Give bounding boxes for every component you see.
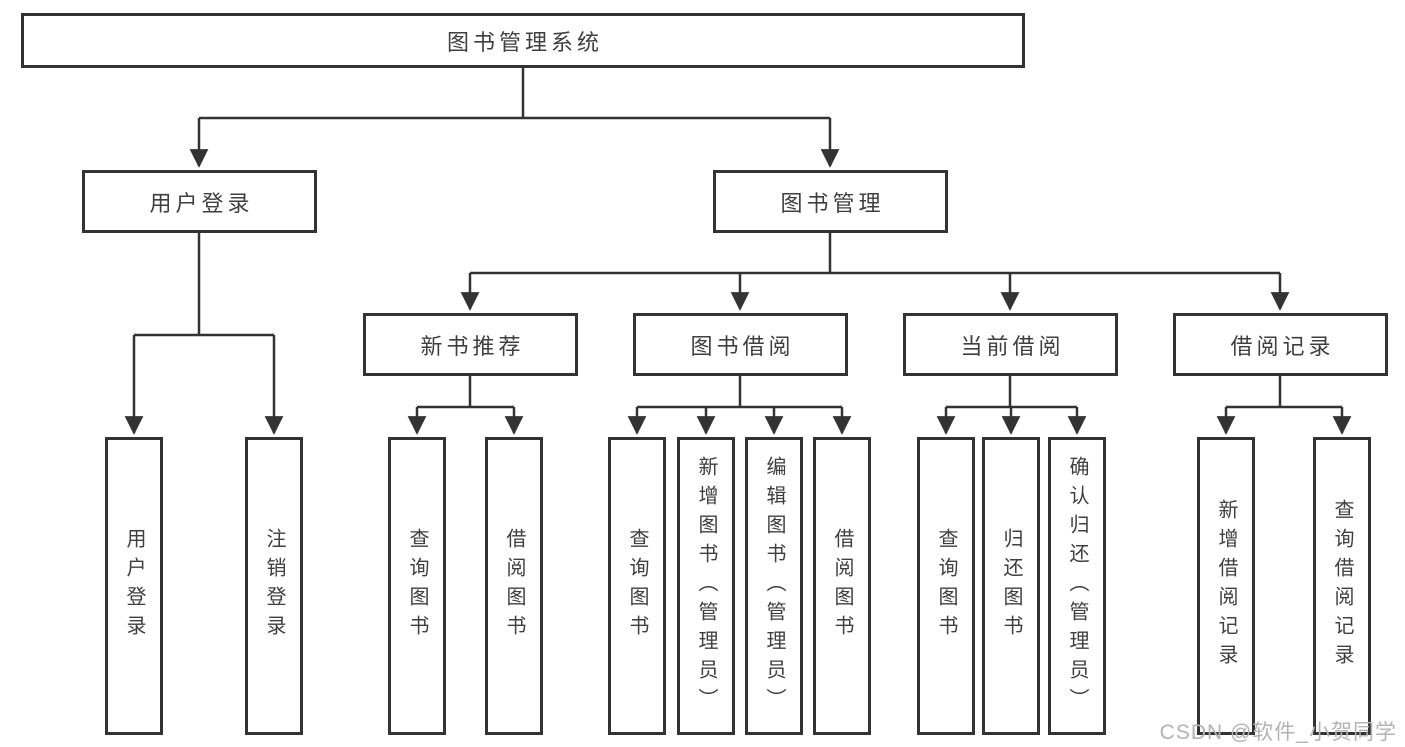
node-borrowing-records: 借阅记录 bbox=[1173, 313, 1388, 376]
leaf-edit-book-admin: 编辑图书（管理员） bbox=[745, 437, 803, 735]
leaf-borrow-book-recommend: 借阅图书 bbox=[485, 437, 543, 735]
node-label: 图书管理系统 bbox=[446, 29, 603, 55]
node-user-login: 用户登录 bbox=[82, 170, 317, 233]
node-library-management-system: 图书管理系统 bbox=[21, 13, 1025, 68]
leaf-label: 查询图书 bbox=[935, 528, 957, 644]
leaf-user-login: 用户登录 bbox=[105, 437, 163, 735]
leaf-label: 注销登录 bbox=[263, 528, 285, 644]
node-label: 借阅记录 bbox=[1230, 333, 1335, 359]
leaf-confirm-return-admin: 确认归还（管理员） bbox=[1048, 437, 1106, 735]
leaf-query-borrow-record: 查询借阅记录 bbox=[1313, 437, 1371, 735]
leaf-return-book: 归还图书 bbox=[982, 437, 1040, 735]
node-book-borrowing: 图书借阅 bbox=[633, 313, 848, 376]
leaf-label: 编辑图书（管理员） bbox=[763, 455, 785, 717]
node-label: 用户登录 bbox=[149, 190, 254, 216]
node-label: 图书管理 bbox=[780, 190, 885, 216]
leaf-label: 借阅图书 bbox=[831, 528, 853, 644]
leaf-add-borrow-record: 新增借阅记录 bbox=[1197, 437, 1255, 735]
leaf-query-book-borrowing: 查询图书 bbox=[608, 437, 666, 735]
leaf-label: 查询图书 bbox=[406, 528, 428, 644]
leaf-label: 新增借阅记录 bbox=[1215, 499, 1237, 673]
node-new-book-recommendation: 新书推荐 bbox=[363, 313, 578, 376]
leaf-query-book-current: 查询图书 bbox=[917, 437, 975, 735]
node-label: 新书推荐 bbox=[420, 333, 525, 359]
leaf-borrow-book-borrowing: 借阅图书 bbox=[813, 437, 871, 735]
node-label: 当前借阅 bbox=[960, 333, 1065, 359]
leaf-label: 查询图书 bbox=[626, 528, 648, 644]
leaf-add-book-admin: 新增图书（管理员） bbox=[677, 437, 735, 735]
leaf-label: 查询借阅记录 bbox=[1331, 499, 1353, 673]
node-book-management: 图书管理 bbox=[713, 170, 948, 233]
leaf-label: 归还图书 bbox=[1000, 528, 1022, 644]
leaf-label: 确认归还（管理员） bbox=[1066, 455, 1088, 717]
leaf-label: 用户登录 bbox=[123, 528, 145, 644]
leaf-query-book-recommend: 查询图书 bbox=[388, 437, 446, 735]
leaf-label: 借阅图书 bbox=[503, 528, 525, 644]
leaf-logout-login: 注销登录 bbox=[245, 437, 303, 735]
csdn-watermark: CSDN @软件_小贺同学 bbox=[1159, 721, 1397, 744]
node-current-borrowing: 当前借阅 bbox=[903, 313, 1118, 376]
leaf-label: 新增图书（管理员） bbox=[695, 455, 717, 717]
node-label: 图书借阅 bbox=[690, 333, 795, 359]
